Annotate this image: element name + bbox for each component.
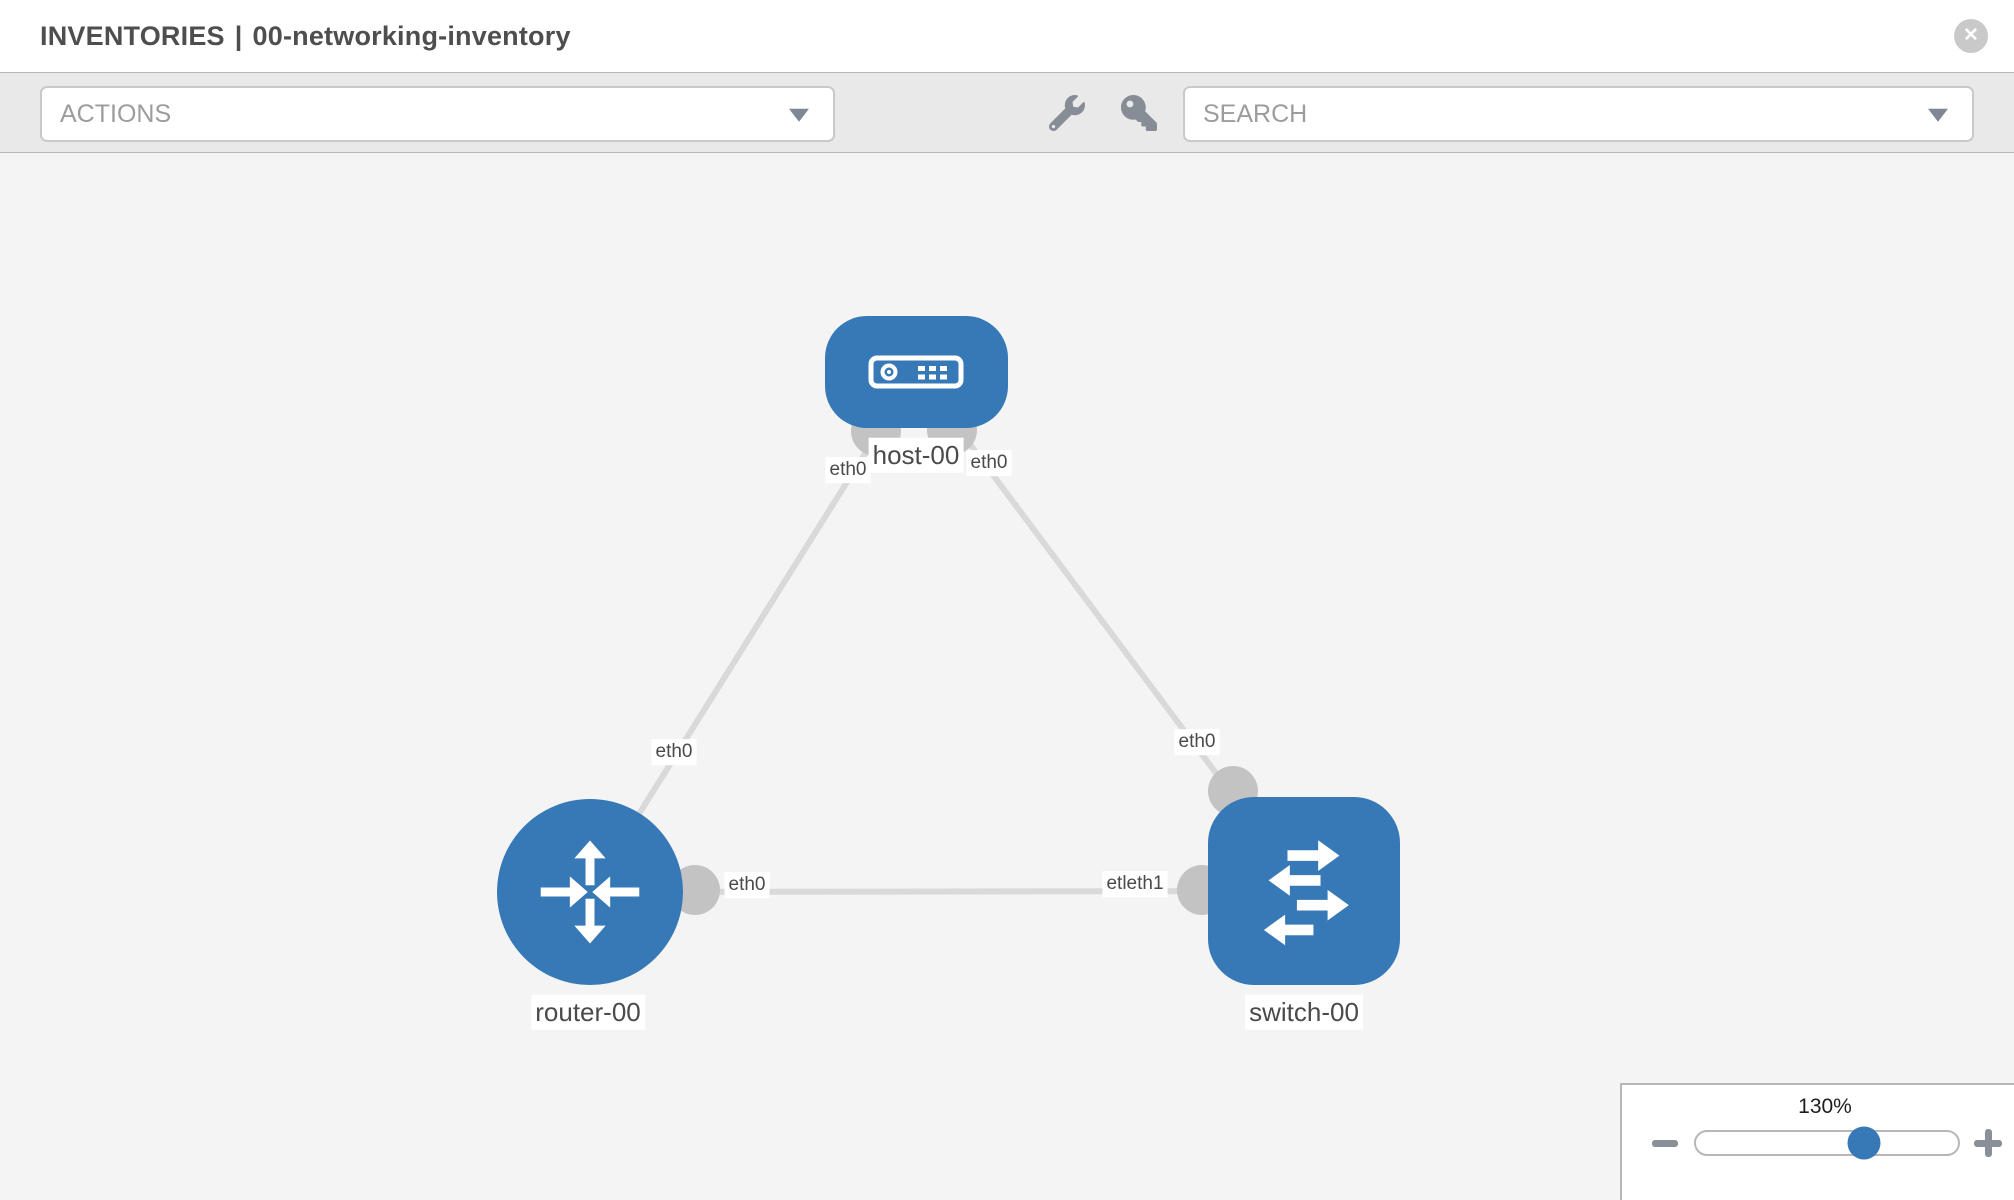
link-endpoint <box>670 865 720 915</box>
breadcrumb: INVENTORIES <box>40 20 225 51</box>
page-title: INVENTORIES | 00-networking-inventory <box>40 21 571 52</box>
zoom-slider[interactable] <box>1694 1126 1960 1160</box>
zoom-panel: 130% <box>1620 1083 2014 1200</box>
router-icon <box>534 836 646 948</box>
search-dropdown[interactable]: SEARCH <box>1183 86 1974 142</box>
node-label-host-00: host-00 <box>868 437 964 473</box>
inventory-name: 00-networking-inventory <box>252 20 571 51</box>
zoom-in-button[interactable] <box>1974 1129 2002 1157</box>
node-router-00[interactable] <box>497 799 683 985</box>
iface-label-host-eth0-left: eth0 <box>825 457 871 483</box>
chevron-down-icon <box>1928 108 1948 122</box>
actions-dropdown-label: ACTIONS <box>60 99 172 128</box>
iface-label-switch-eth1-overlap: etleth1 <box>1102 871 1168 897</box>
host-icon <box>868 355 964 389</box>
node-host-00[interactable] <box>824 316 1008 428</box>
toolbar: ACTIONS SEARCH <box>0 72 2014 153</box>
zoom-level-value: 130% <box>1798 1095 1852 1118</box>
close-button[interactable]: ✕ <box>1954 19 1988 53</box>
zoom-slider-thumb[interactable] <box>1847 1126 1881 1160</box>
chevron-down-icon <box>789 108 809 122</box>
wrench-icon[interactable] <box>1048 94 1085 131</box>
iface-label-host-eth0-right: eth0 <box>966 450 1012 476</box>
iface-label-switch-eth0-up: eth0 <box>1174 729 1220 755</box>
topology-links-layer <box>587 370 1307 915</box>
iface-label-router-eth0-right: eth0 <box>724 872 770 898</box>
switch-icon <box>1245 832 1363 950</box>
header: INVENTORIES | 00-networking-inventory ✕ <box>0 0 2014 72</box>
key-icon[interactable] <box>1121 94 1157 131</box>
node-switch-00[interactable] <box>1208 797 1400 985</box>
iface-label-router-eth0-up: eth0 <box>651 739 697 765</box>
close-icon: ✕ <box>1963 24 1979 46</box>
node-label-switch-00: switch-00 <box>1245 994 1363 1030</box>
title-separator: | <box>234 20 243 51</box>
zoom-out-button[interactable] <box>1652 1140 1678 1147</box>
actions-dropdown[interactable]: ACTIONS <box>40 86 835 142</box>
node-label-router-00: router-00 <box>531 994 645 1030</box>
search-dropdown-label: SEARCH <box>1203 99 1308 128</box>
